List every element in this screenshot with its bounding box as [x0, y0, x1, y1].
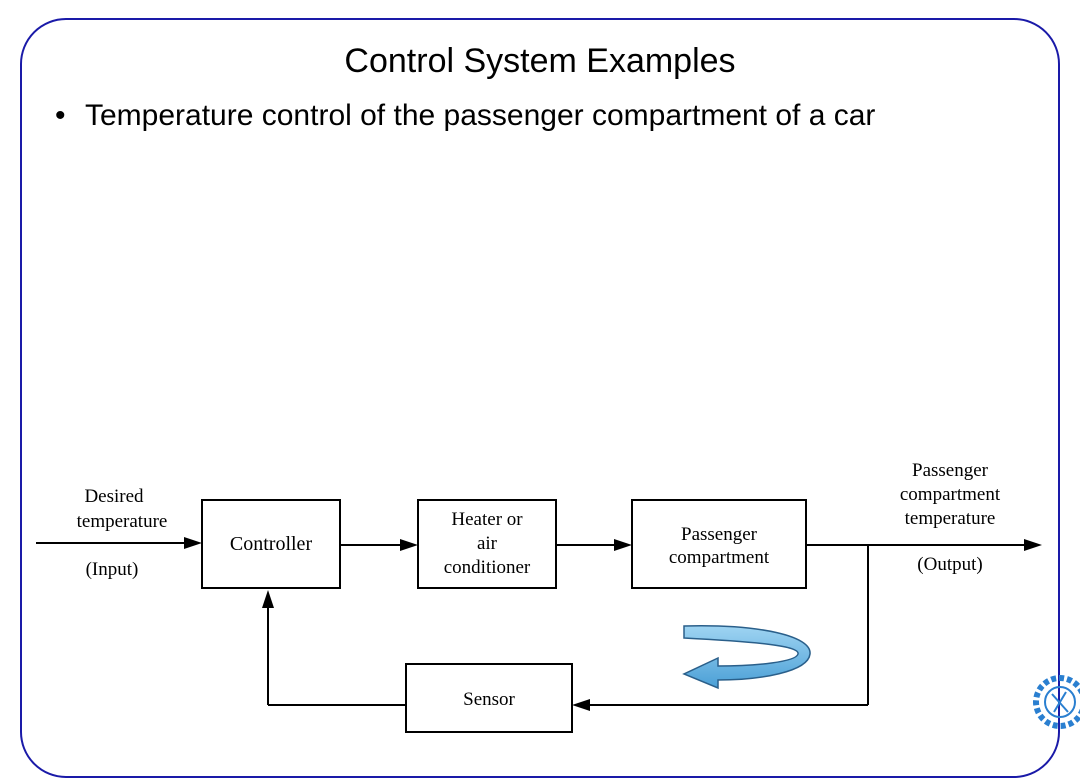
- sensor-block: [405, 663, 573, 733]
- heater-label-line3: conditioner: [444, 557, 531, 578]
- university-gear-logo-icon: [1033, 675, 1080, 729]
- output-label-line3: temperature: [905, 508, 996, 529]
- controller-label: Controller: [230, 533, 313, 555]
- slide-title: Control System Examples: [344, 42, 736, 80]
- sensor-to-controller-arrowhead: [262, 590, 274, 608]
- bullet-text: Temperature control of the passenger com…: [85, 99, 876, 132]
- output-label-line1: Passenger: [912, 460, 989, 481]
- output-label-line2: compartment: [900, 484, 1001, 505]
- compartment-label-line1: Passenger: [681, 524, 758, 545]
- output-arrowhead: [1024, 539, 1042, 551]
- feedback-to-sensor-arrowhead: [572, 699, 590, 711]
- input-label-line1: Desired: [84, 486, 144, 507]
- heater-label-line1: Heater or: [451, 509, 523, 530]
- bullet-dot-icon: •: [55, 99, 66, 132]
- input-arrowhead: [184, 537, 202, 549]
- feedback-curved-arrow-icon: [682, 625, 811, 690]
- input-label-line2: temperature: [77, 511, 168, 532]
- compartment-label-line2: compartment: [669, 547, 770, 568]
- heater-label-line2: air: [477, 533, 498, 554]
- input-tag: (Input): [86, 559, 139, 580]
- output-tag: (Output): [917, 554, 982, 575]
- bullet-item: • Temperature control of the passenger co…: [55, 99, 875, 133]
- controller-block: [201, 499, 341, 589]
- controller-to-heater-arrowhead: [400, 539, 418, 551]
- heater-to-compartment-arrowhead: [614, 539, 632, 551]
- sensor-label: Sensor: [463, 689, 515, 710]
